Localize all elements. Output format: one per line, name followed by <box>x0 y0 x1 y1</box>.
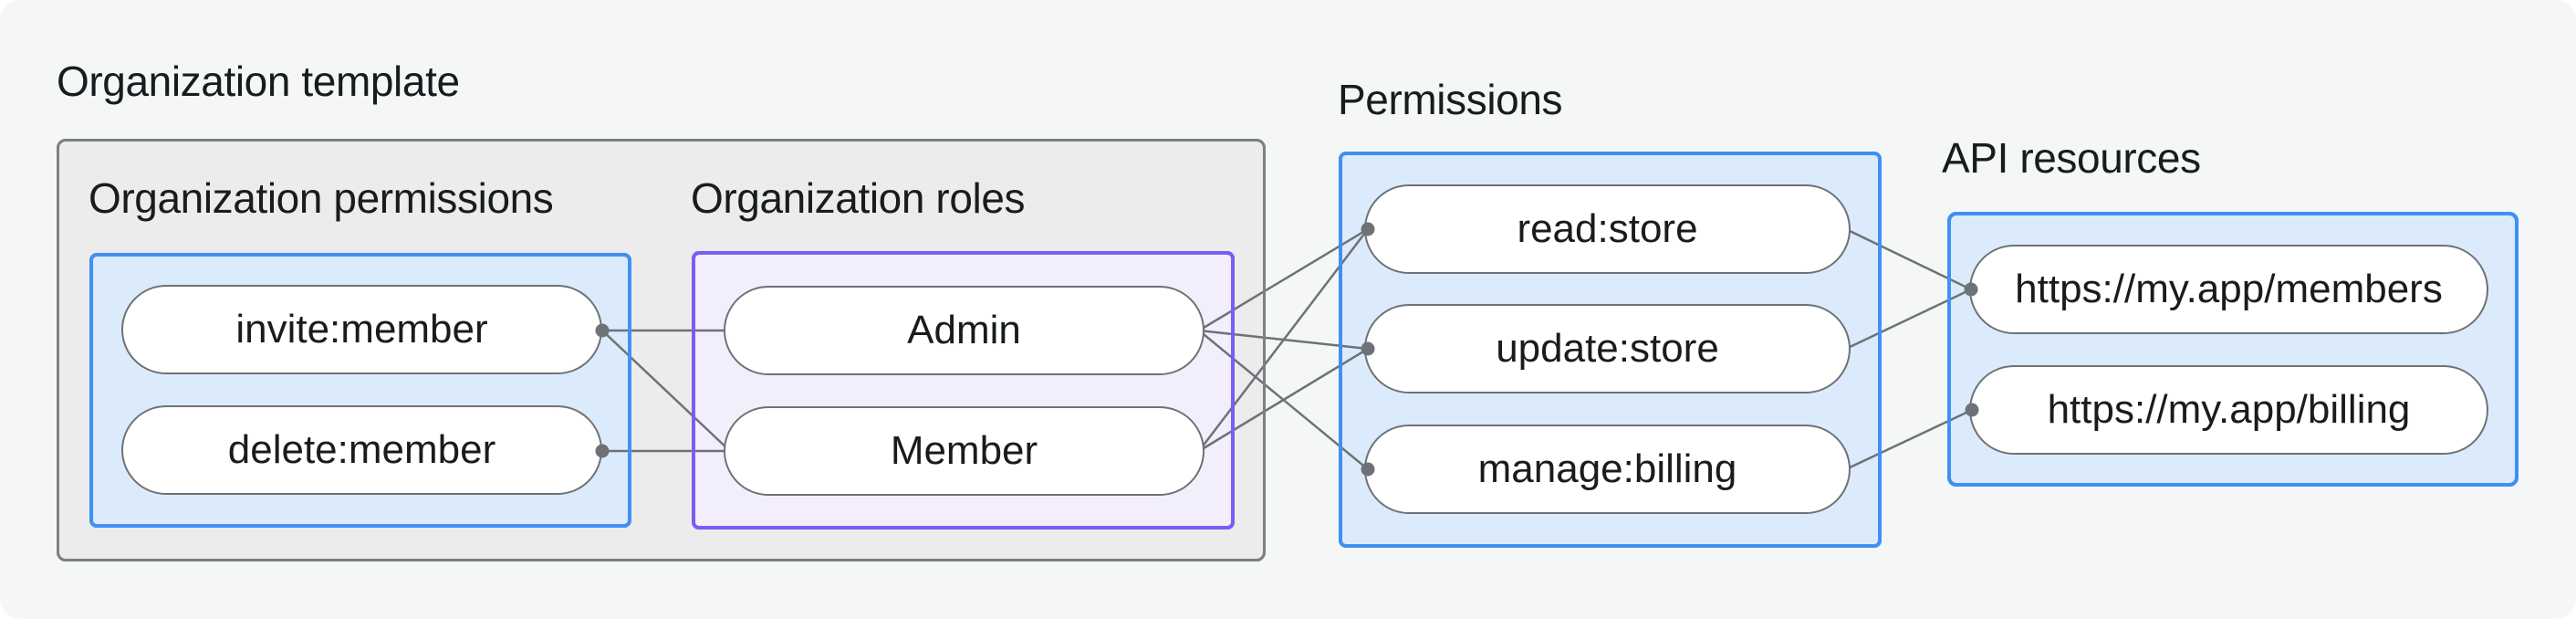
node-manage-billing: manage:billing <box>1364 425 1851 514</box>
edge-invite-member-to-member <box>601 330 731 452</box>
edge-member-to-read-store <box>1198 228 1369 452</box>
node-invite-member-label: invite:member <box>235 307 488 351</box>
api-resources-label: API resources <box>1942 134 2201 182</box>
node-admin-role-label: Admin <box>907 308 1021 352</box>
edge-member-to-update-store <box>1198 347 1369 453</box>
edge-update-store-to-members-api <box>1845 288 1972 351</box>
node-member-role-label: Member <box>890 428 1038 473</box>
node-api-billing-label: https://my.app/billing <box>2047 387 2411 432</box>
node-read-store-label: read:store <box>1517 206 1698 251</box>
node-api-billing: https://my.app/billing <box>1969 365 2488 455</box>
node-delete-member-label: delete:member <box>227 427 496 472</box>
node-update-store: update:store <box>1364 304 1851 393</box>
organization-template-label: Organization template <box>57 58 460 105</box>
edge-manage-billing-to-billing-api <box>1845 408 1973 471</box>
organization-permissions-label: Organization permissions <box>89 174 554 222</box>
permissions-label: Permissions <box>1338 76 1563 123</box>
node-admin-role: Admin <box>724 286 1205 375</box>
node-member-role: Member <box>724 406 1205 496</box>
node-api-members: https://my.app/members <box>1969 245 2488 334</box>
node-manage-billing-label: manage:billing <box>1477 446 1737 491</box>
node-api-members-label: https://my.app/members <box>2015 267 2443 311</box>
node-invite-member: invite:member <box>121 285 602 374</box>
node-update-store-label: update:store <box>1496 326 1719 371</box>
node-delete-member: delete:member <box>121 405 602 495</box>
edge-read-store-to-members-api <box>1845 227 1972 291</box>
edge-admin-to-read-store <box>1198 227 1369 332</box>
organization-roles-label: Organization roles <box>691 174 1026 222</box>
node-read-store: read:store <box>1364 184 1851 274</box>
